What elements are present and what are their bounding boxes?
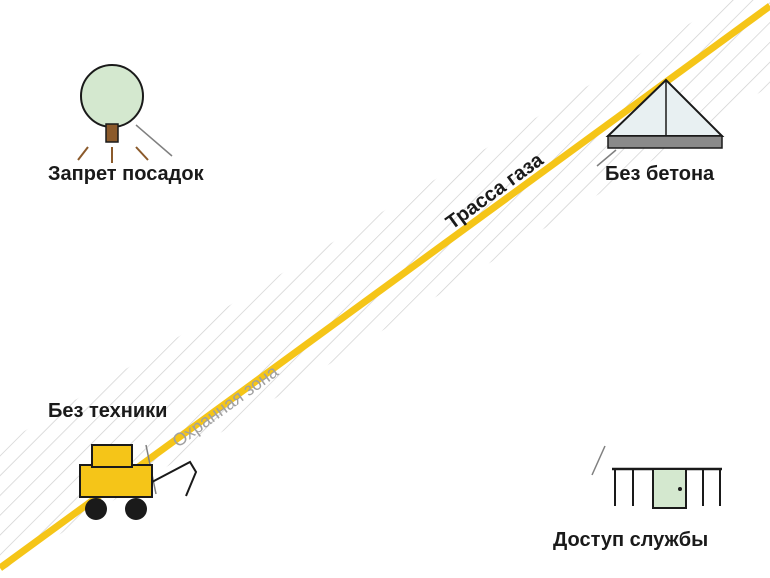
no-machinery-label: Без техники: [48, 400, 167, 422]
no-planting-label: Запрет посадок: [48, 163, 205, 185]
slab-icon: [596, 78, 725, 167]
fence-gate-icon: [591, 445, 722, 509]
excavator-icon: [79, 444, 198, 520]
tree-icon: [77, 64, 173, 163]
service-access-label: Доступ службы: [553, 529, 708, 551]
no-concrete-label: Без бетона: [605, 163, 715, 185]
